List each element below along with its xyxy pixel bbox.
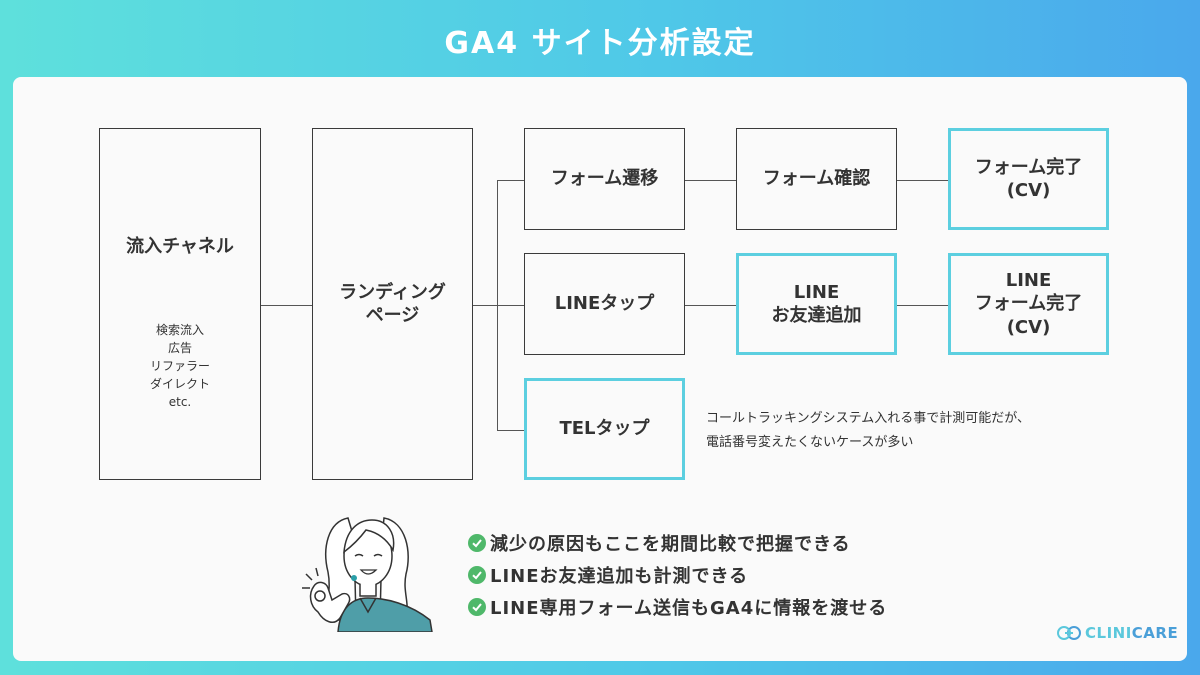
tel-tracking-note-line1: コールトラッキングシステム入れる事で計測可能だが、 xyxy=(706,411,1030,426)
inflow-source: リファラー xyxy=(149,358,210,373)
page-title: GA4 サイト分析設定 xyxy=(444,26,756,61)
node-landing-page: ランディング ページ xyxy=(312,128,473,480)
check-item: LINE専用フォーム送信もGA4に情報を渡せる xyxy=(468,591,887,623)
form-confirm-label: フォーム確認 xyxy=(762,168,871,190)
connector-confirm-complete xyxy=(897,180,948,181)
node-form-complete-cv: フォーム完了 (CV) xyxy=(948,128,1109,230)
node-tel-tap: TELタップ xyxy=(524,378,685,480)
tel-tap-label: TELタップ xyxy=(559,418,650,440)
connector-inflow-landing xyxy=(261,305,312,306)
node-inflow-channel: 流入チャネル 検索流入 広告 リファラー ダイレクト etc. xyxy=(99,128,261,480)
check-circle-icon xyxy=(468,598,486,616)
form-transition-label: フォーム遷移 xyxy=(550,168,659,190)
tel-tracking-note: コールトラッキングシステム入れる事で計測可能だが、 電話番号変えたくないケースが… xyxy=(706,407,1030,455)
check-item: 減少の原因もここを期間比較で把握できる xyxy=(468,527,887,559)
clinicare-logo-icon xyxy=(1057,626,1081,640)
inflow-source: 検索流入 xyxy=(155,322,204,337)
landing-page-label-line2: ページ xyxy=(365,305,420,326)
check-circle-icon xyxy=(468,534,486,552)
connector-branch-tel xyxy=(497,430,524,431)
check-item-text: LINEお友達追加も計測できる xyxy=(490,566,749,587)
line-tap-label: LINEタップ xyxy=(554,293,655,315)
connector-form-confirm xyxy=(685,180,736,181)
inflow-source: etc. xyxy=(168,394,192,409)
inflow-channel-sources: 検索流入 広告 リファラー ダイレクト etc. xyxy=(150,321,210,411)
check-circle-icon xyxy=(468,566,486,584)
check-item: LINEお友達追加も計測できる xyxy=(468,559,887,591)
node-form-transition: フォーム遷移 xyxy=(524,128,685,230)
check-item-text: 減少の原因もここを期間比較で把握できる xyxy=(490,534,851,555)
form-complete-label-line1: フォーム完了 xyxy=(974,156,1083,178)
logo-text-clini: CLINI xyxy=(1085,624,1132,642)
tel-tracking-note-line2: 電話番号変えたくないケースが多い xyxy=(706,435,914,450)
benefit-check-list: 減少の原因もここを期間比較で把握できる LINEお友達追加も計測できる LINE… xyxy=(468,527,887,623)
logo-text-care: CARE xyxy=(1131,624,1179,642)
line-friend-label-line2: お友達追加 xyxy=(771,305,862,326)
line-form-complete-label-line1: LINE xyxy=(1005,269,1052,291)
line-form-complete-label-line2: フォーム完了 xyxy=(974,293,1083,315)
woman-ok-gesture-illustration xyxy=(302,517,433,632)
node-line-tap: LINEタップ xyxy=(524,253,685,355)
inflow-source: ダイレクト xyxy=(149,376,210,391)
connector-friend-lineform xyxy=(897,305,948,306)
node-form-confirm: フォーム確認 xyxy=(736,128,897,230)
connector-linetap-friend xyxy=(685,305,736,306)
connector-landing-branch xyxy=(473,305,497,306)
check-item-text: LINE専用フォーム送信もGA4に情報を渡せる xyxy=(490,598,888,619)
connector-branch-form xyxy=(497,180,524,181)
line-form-complete-label-line3: (CV) xyxy=(1006,316,1051,338)
inflow-source: 広告 xyxy=(167,340,192,355)
form-complete-label-line2: (CV) xyxy=(1006,180,1051,201)
line-friend-label-line1: LINE xyxy=(793,281,840,303)
node-line-form-complete-cv: LINE フォーム完了 (CV) xyxy=(948,253,1109,355)
landing-page-label-line1: ランディング xyxy=(339,281,446,303)
node-line-friend-add: LINE お友達追加 xyxy=(736,253,897,355)
connector-branch-line xyxy=(497,305,524,306)
inflow-channel-label: 流入チャネル xyxy=(126,236,234,258)
